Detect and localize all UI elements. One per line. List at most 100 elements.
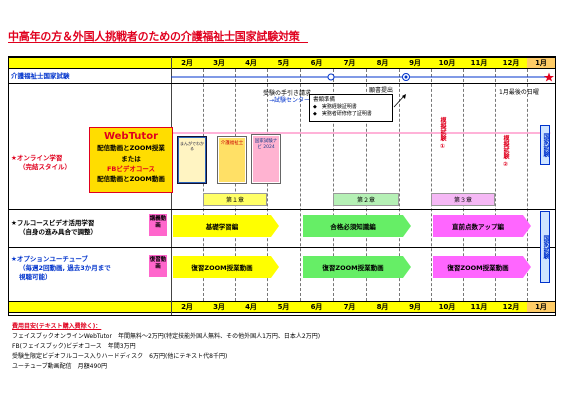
month-label: 11月 (470, 59, 488, 67)
month-label: 11月 (470, 303, 488, 311)
review-arrow: 復習ZOOM授業動画 (303, 256, 411, 278)
mock-exam-label: 模擬試験 ① (439, 117, 446, 151)
webtutor-line: または (121, 155, 141, 163)
month-label: 4月 (245, 303, 257, 311)
row-label-exam: 介護福祉士国家試験 (11, 72, 70, 80)
month-label: 3月 (213, 303, 225, 311)
month-label: 3月 (213, 59, 225, 67)
schedule-grid: 2月 3月 4月 5月 6月 7月 8月 9月 10月 11月 12月 1月 2… (8, 56, 556, 316)
submit-arrow-icon (393, 94, 406, 108)
online-timeline-arrow (173, 129, 551, 137)
month-label: 10月 (438, 59, 456, 67)
month-label: 5月 (277, 59, 290, 67)
month-label: 9月 (409, 303, 421, 311)
textbook-title: まんがでわかる (179, 138, 205, 182)
month-header-bottom: 2月 3月 4月 5月 6月 7月 8月 9月 10月 11月 12月 1月 (9, 301, 555, 313)
month-label: 7月 (343, 303, 356, 311)
row-divider (9, 209, 555, 210)
textbook-cover: まんがでわかる (177, 136, 207, 184)
review-label: 復習ZOOM授業動画 (173, 256, 271, 278)
timeline-marker-icon (327, 73, 335, 81)
row-divider (9, 83, 555, 84)
row-label-online: ★オンライン学習 (11, 154, 63, 162)
grid-divider (333, 69, 334, 301)
documents-item: ◆ 実務者研修修了証明書 (313, 111, 372, 117)
grid-divider (300, 69, 301, 301)
textbook-cover: 介護福祉士 (217, 136, 247, 184)
row-label-youtube-sub: 視聴可能） (19, 273, 52, 281)
cost-line: FB(フェイスブック)ビデオコース 年間3万円 (12, 343, 136, 350)
chapter-box: 第１章 (203, 193, 267, 206)
star-icon (544, 72, 554, 82)
month-label: 6月 (310, 59, 323, 67)
webtutor-line: 配信動画とZOOM授業 (97, 144, 165, 152)
webtutor-line: 配信動画とZOOM動画 (97, 175, 165, 183)
month-label: 1月 (527, 302, 555, 312)
month-label: 1月 (527, 58, 555, 68)
phase-label: 基礎学習編 (173, 215, 271, 237)
grid-divider (203, 69, 204, 301)
month-label: 8月 (376, 303, 389, 311)
documents-item: ◆ 実務経験証明書 (313, 104, 357, 110)
month-label: 2月 (181, 303, 193, 311)
documents-box: 書類準備 ◆ 実務経験証明書 ◆ 実務者研修修了証明書 (309, 94, 393, 122)
webtutor-box: WebTutor 配信動画とZOOM授業 または FBビデオコース 配信動画とZ… (89, 127, 173, 193)
month-label: 7月 (343, 59, 356, 67)
national-exam-label: 国家試験 (540, 211, 550, 283)
month-label: 9月 (409, 59, 421, 67)
month-label: 12月 (502, 303, 520, 311)
chapter-box: 第２章 (333, 193, 399, 206)
row-label-youtube: ★オプションユーチューブ (11, 255, 88, 263)
annotation-application-center: →試験センターへ (269, 97, 317, 104)
cost-line: フェイスブックオンラインWebTutor 年間無料～2万円(特定技能外国人無料、… (12, 333, 321, 340)
grid-divider (495, 69, 496, 301)
annotation-submit: 願書提出 (369, 87, 394, 94)
review-arrow: 復習ZOOM授業動画 (433, 256, 531, 278)
month-label: 8月 (376, 59, 389, 67)
month-label: 4月 (245, 59, 257, 67)
month-label: 2月 (181, 59, 193, 67)
documents-title: 書類準備 (313, 97, 336, 103)
row-label-fullcourse-sub: （自身の進み具合で調整） (19, 228, 97, 236)
cost-heading: 費用目安(テキスト購入費除く)： (12, 323, 102, 330)
textbook-cover: 国家試験ナビ 2024 (251, 134, 281, 184)
review-label: 復習ZOOM授業動画 (303, 256, 403, 278)
phase-arrow: 直前点数アップ編 (433, 215, 531, 237)
grid-divider (431, 69, 432, 301)
chapter-box: 第３章 (431, 193, 495, 206)
month-header-top: 2月 3月 4月 5月 6月 7月 8月 9月 10月 11月 12月 1月 (9, 57, 555, 69)
review-badge: 復習動画 (149, 255, 167, 277)
grid-divider (527, 69, 528, 301)
mock-exam-label: 模擬試験 ② (502, 135, 509, 169)
phase-label: 直前点数アップ編 (433, 215, 523, 237)
national-exam-label: 国家試験 (540, 125, 550, 165)
annotation-application: 受験の手引き請求 (263, 90, 312, 97)
month-label: 6月 (310, 303, 323, 311)
row-label-fullcourse: ★フルコースビデオ活用学習 (11, 219, 95, 227)
review-label: 復習ZOOM授業動画 (433, 256, 523, 278)
month-label: 10月 (438, 303, 456, 311)
review-arrow: 復習ZOOM授業動画 (173, 256, 279, 278)
webtutor-line: FBビデオコース (106, 165, 156, 173)
grid-divider (399, 69, 400, 301)
cost-line: ユーチューブ動画配信 月額490円 (12, 363, 108, 370)
grid-divider (463, 69, 464, 301)
row-label-online-sub: （完結スタイル） (19, 163, 71, 171)
grid-divider (267, 69, 268, 301)
textbook-title: 国家試験ナビ 2024 (253, 136, 279, 182)
month-label: 5月 (277, 303, 290, 311)
webtutor-title: WebTutor (103, 131, 159, 142)
month-label: 12月 (502, 59, 520, 67)
cost-line: 受験生限定ビデオフルコース入りハードディスク 6万円(他にテキスト代8千円) (12, 353, 228, 360)
phase-label: 合格必須知識編 (303, 215, 403, 237)
textbook-title: 介護福祉士 (219, 138, 245, 182)
lecture-badge: 講義動画 (149, 214, 167, 236)
grid-divider (366, 69, 367, 301)
row-divider (9, 247, 555, 248)
exam-timeline (171, 72, 554, 82)
phase-arrow: 合格必須知識編 (303, 215, 411, 237)
row-label-youtube-sub: （毎週2回動画, 過去3か月まで (19, 264, 111, 272)
title-underline (8, 42, 308, 43)
phase-arrow: 基礎学習編 (173, 215, 279, 237)
annotation-jan-exam: 1月最後の日曜 (499, 89, 539, 96)
